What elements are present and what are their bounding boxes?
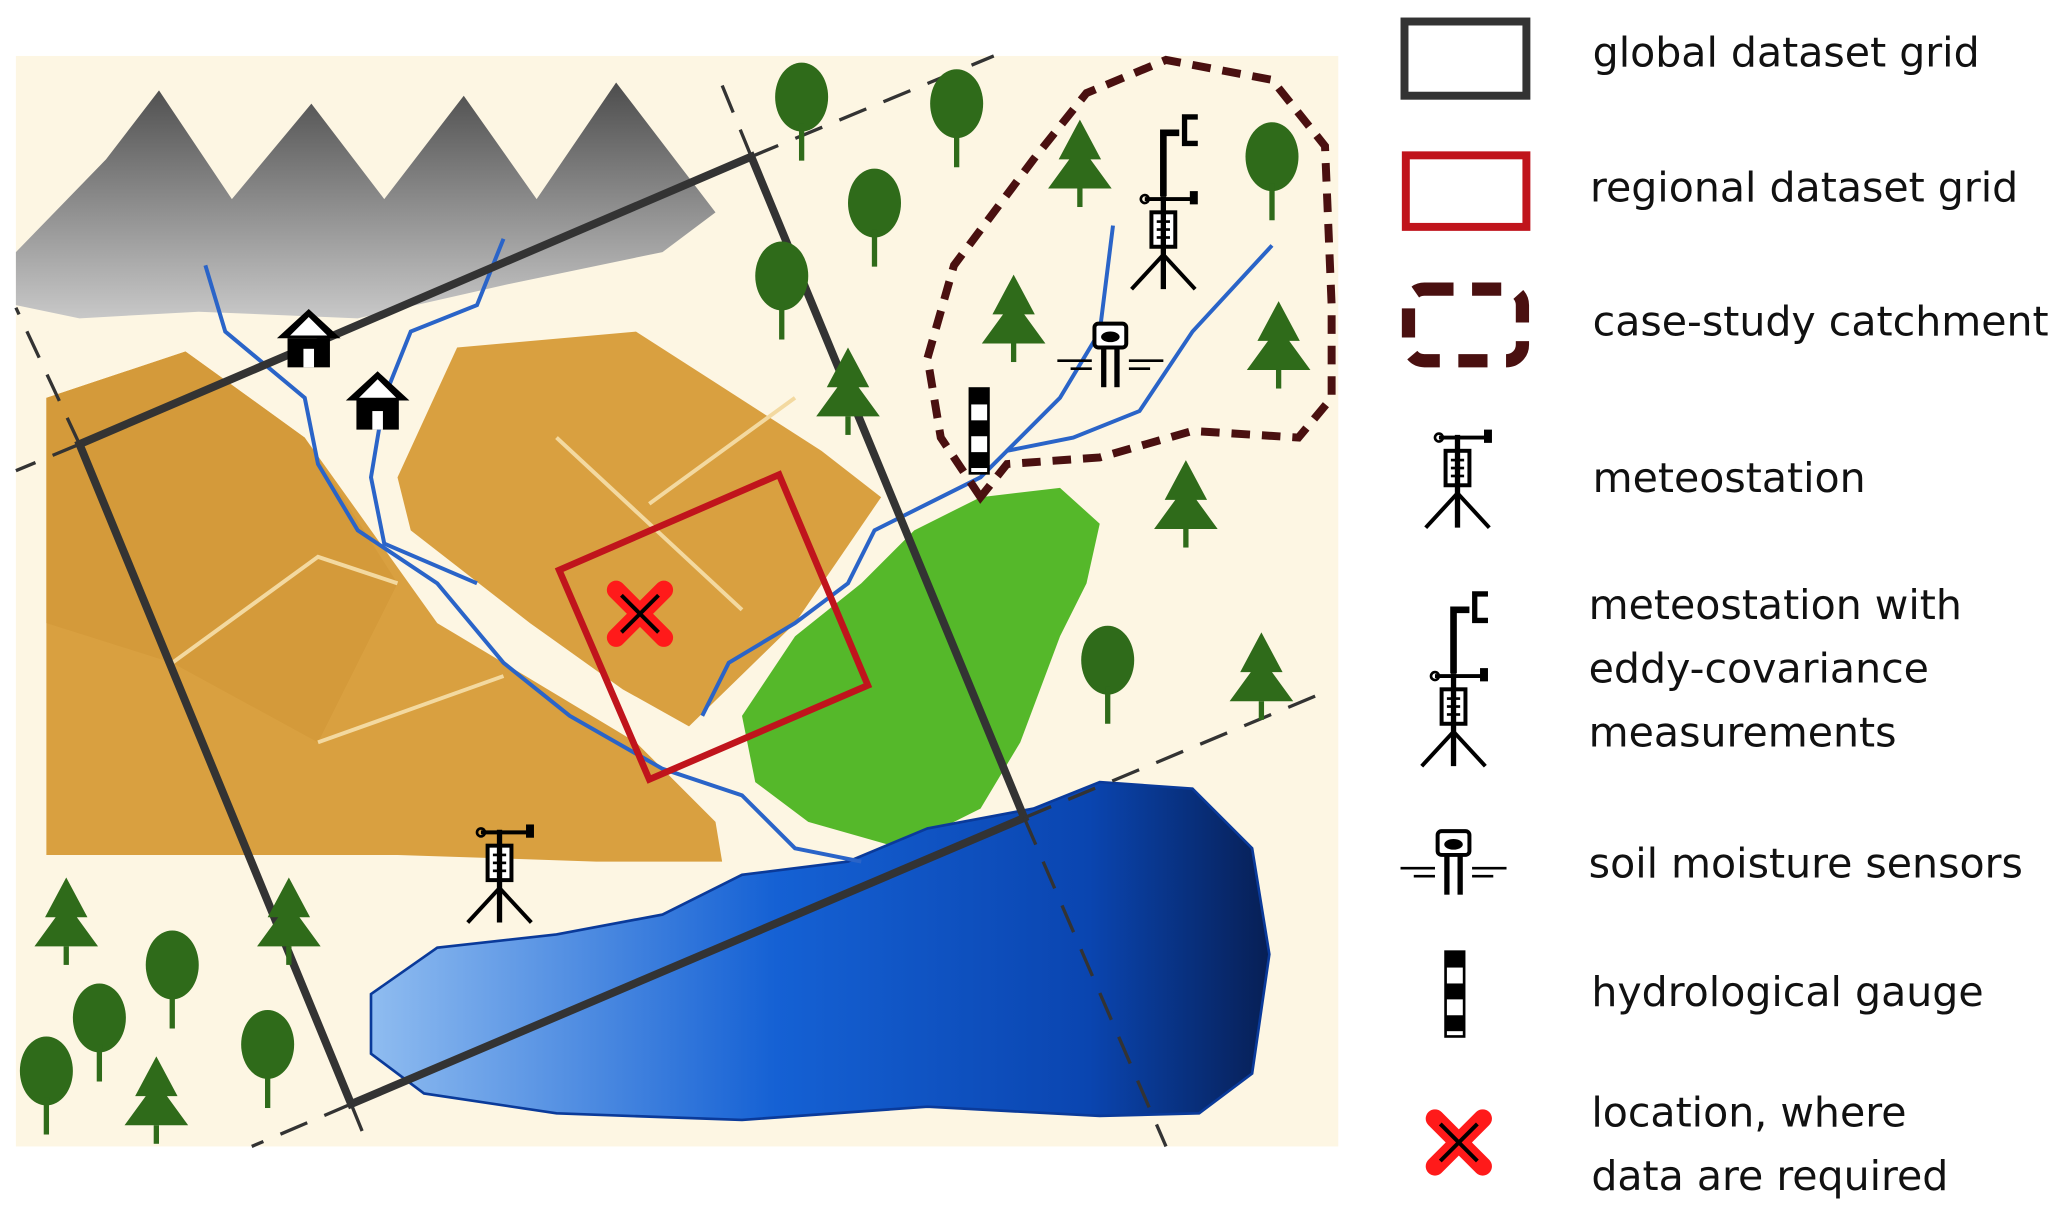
legend-label: case-study catchment bbox=[1593, 298, 2049, 346]
legend-label: meteostation with bbox=[1589, 581, 1962, 629]
global-dataset-grid bbox=[14, 54, 1326, 1148]
meadow bbox=[742, 487, 1100, 849]
legend-global-grid-icon bbox=[1400, 17, 1531, 100]
legend-regional-grid-icon bbox=[1401, 151, 1531, 231]
legend-soil-moisture-icon bbox=[1401, 831, 1507, 895]
legend-label: hydrological gauge bbox=[1591, 968, 1983, 1016]
legend: global dataset grid regional dataset gri… bbox=[1400, 17, 2049, 1200]
legend-label: meteostation bbox=[1593, 454, 1866, 502]
regional-dataset-grid bbox=[554, 470, 873, 784]
legend-catchment-icon bbox=[1401, 282, 1530, 368]
hydrological-gauge-icon bbox=[968, 387, 990, 475]
legend-label: eddy-covariance bbox=[1589, 645, 1929, 693]
legend-label: location, where bbox=[1591, 1089, 1906, 1137]
legend-gauge-icon bbox=[1444, 950, 1466, 1038]
case-study-catchment bbox=[923, 55, 1336, 504]
legend-label: global dataset grid bbox=[1593, 29, 1980, 77]
mountains bbox=[15, 82, 716, 319]
field-boundaries bbox=[171, 396, 797, 745]
legend-location-icon bbox=[1435, 1119, 1483, 1167]
legend-label: regional dataset grid bbox=[1590, 164, 2018, 212]
legend-label: soil moisture sensors bbox=[1589, 839, 2023, 887]
farm-fields bbox=[46, 331, 882, 862]
legend-label: data are required bbox=[1591, 1152, 1948, 1200]
legend-eddy-station-icon bbox=[1422, 594, 1488, 766]
legend-label: measurements bbox=[1589, 708, 1897, 756]
legend-meteostation-icon bbox=[1426, 430, 1492, 528]
